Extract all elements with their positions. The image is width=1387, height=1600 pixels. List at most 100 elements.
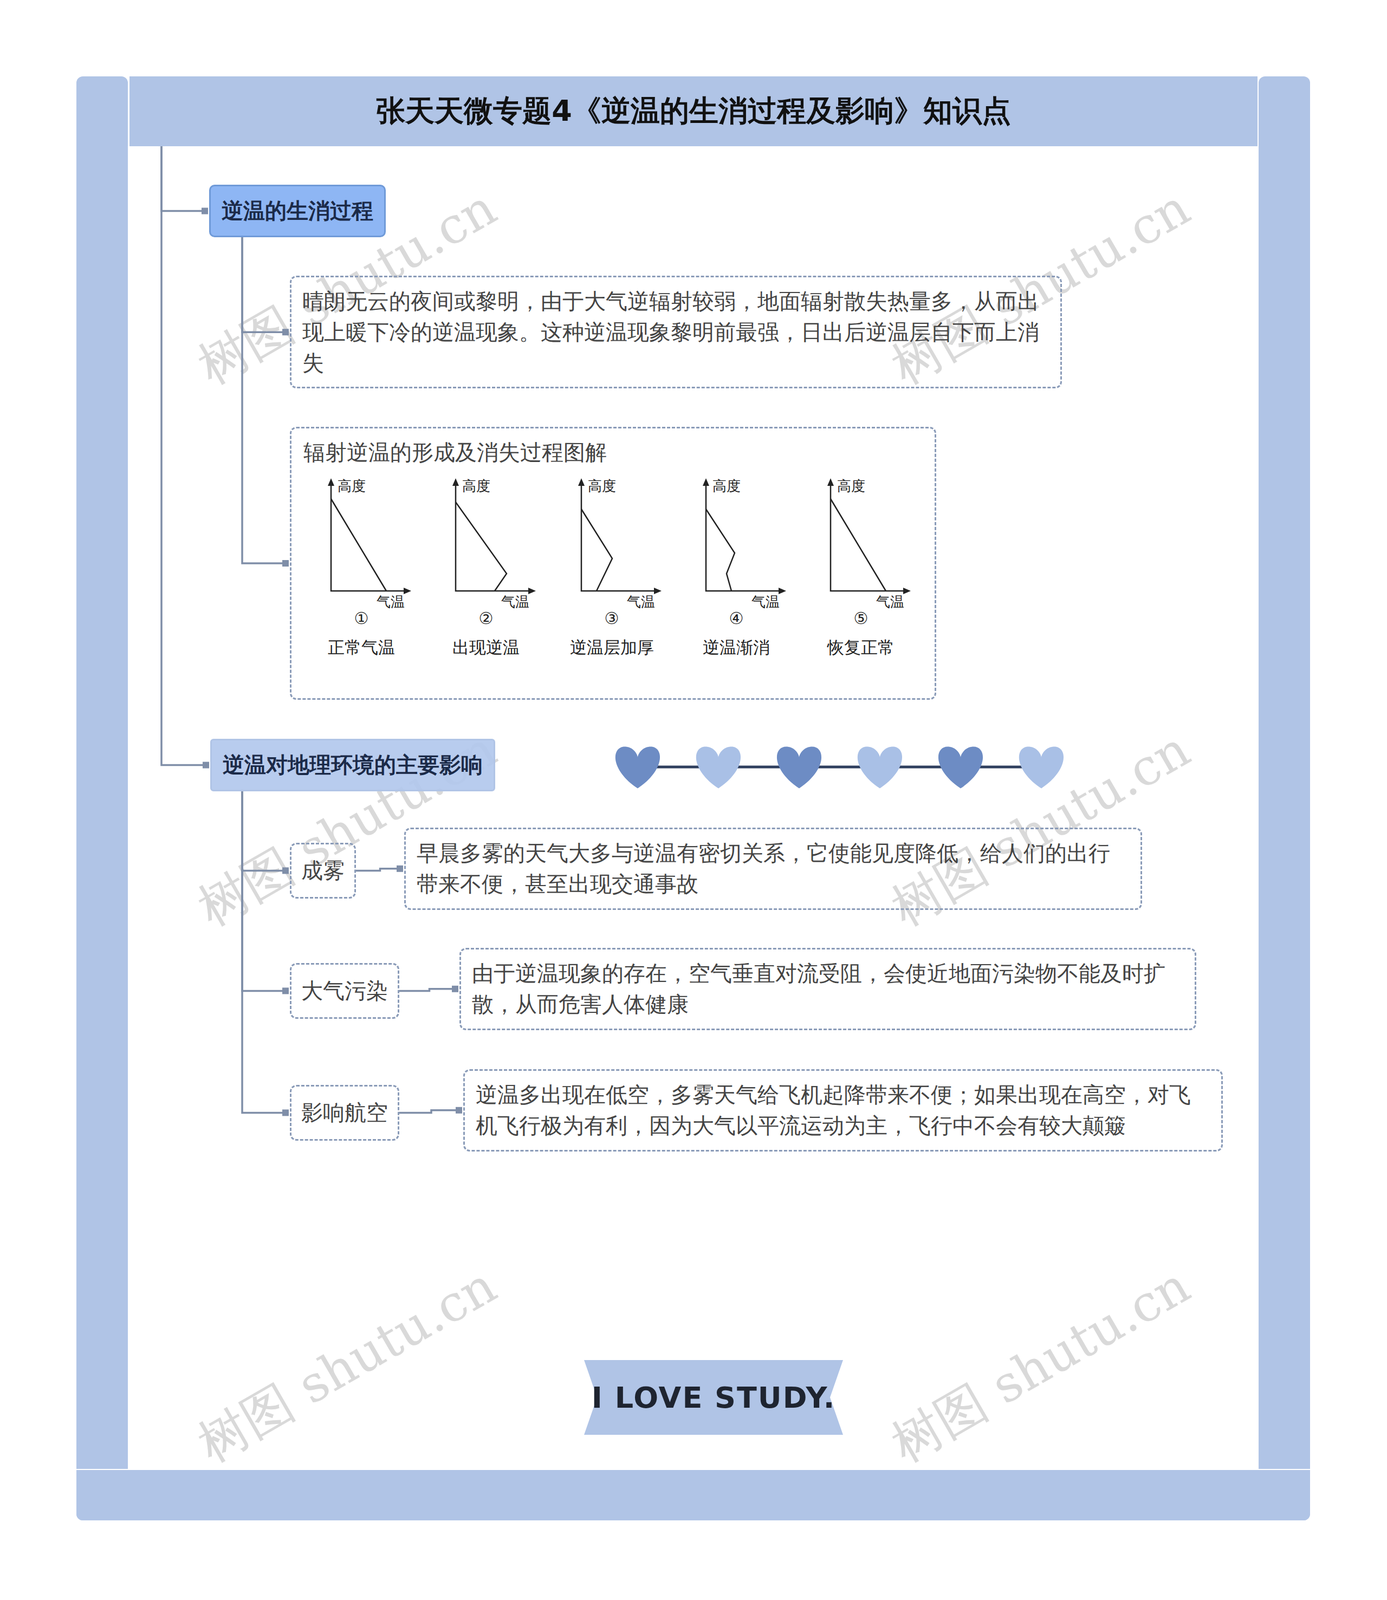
axis	[331, 482, 407, 592]
tree-connector	[242, 237, 289, 567]
connector-dot	[201, 208, 209, 215]
node-text: 成雾	[301, 855, 345, 887]
node-text: 逆温对地理环境的主要影响	[222, 750, 483, 781]
temperature-line	[830, 498, 886, 592]
heart-icon	[776, 747, 822, 789]
heart-icon	[1019, 747, 1064, 789]
node-text: 张天天微专题4《逆温的生消过程及影响》知识点	[376, 91, 1011, 132]
temperature-line	[581, 509, 613, 592]
text-box: 逆温多出现在低空，多雾天气给飞机起降带来不便；如果出现在高空，对飞机飞行极为有利…	[463, 1069, 1223, 1152]
temperature-line	[455, 502, 507, 592]
node-text: 逆温多出现在低空，多雾天气给飞机起降带来不便；如果出现在高空，对飞机飞行极为有利…	[475, 1079, 1211, 1142]
connector-path	[161, 146, 209, 212]
connector-dot	[282, 328, 289, 336]
tree-connector	[399, 1107, 463, 1114]
callout-number: ④	[729, 607, 744, 631]
axis-arrow	[778, 587, 787, 595]
watermark: 树图 shutu.cn	[879, 1253, 1202, 1479]
connector-dot	[396, 865, 404, 873]
text-box: 由于逆温现象的存在，空气垂直对流受阻，会使近地面污染物不能及时扩散，从而危害人体…	[459, 948, 1197, 1031]
node-text: 逆温的生消过程	[221, 196, 374, 226]
stage-caption: 正常气温	[327, 635, 395, 660]
heart-icon	[696, 747, 741, 789]
heart-icon	[857, 747, 903, 789]
connector-path	[355, 869, 404, 872]
stage-caption: 出现逆温	[452, 635, 520, 660]
axis-arrow	[327, 478, 335, 486]
node-text: I LOVE STUDY.	[591, 1381, 836, 1416]
axis	[705, 482, 782, 592]
profile-panel	[327, 478, 412, 595]
profile-panel	[452, 478, 536, 595]
axis-arrow	[653, 587, 662, 595]
connector-path	[242, 791, 289, 1113]
text-box: 晴朗无云的夜间或黎明，由于大气逆辐射较弱，地面辐射散失热量多，从而出现上暖下冷的…	[289, 275, 1062, 389]
frame-bar	[76, 76, 128, 1521]
connector-path	[242, 791, 289, 871]
callout-number: ⑤	[853, 607, 869, 631]
temperature-line	[331, 498, 387, 592]
node-text: 辐射逆温的形成及消失过程图解	[303, 437, 923, 469]
callout-number: ①	[354, 607, 369, 631]
axis-arrow	[702, 478, 710, 486]
callout-number: ②	[478, 607, 494, 631]
axis-label: 高度	[837, 476, 866, 497]
axis-arrow	[452, 478, 459, 486]
heart-icon	[938, 747, 983, 789]
profile-panel	[827, 478, 911, 595]
axis-arrow	[403, 587, 412, 595]
axis-label: 高度	[587, 476, 617, 497]
connector-dot	[282, 1109, 289, 1117]
axis-arrow	[528, 587, 536, 595]
title-band: 张天天微专题4《逆温的生消过程及影响》知识点	[129, 76, 1258, 147]
banner-ribbon: I LOVE STUDY.	[584, 1360, 844, 1436]
axis-label: 气温	[501, 592, 530, 613]
node-text: 大气污染	[301, 975, 388, 1007]
axis-label: 高度	[337, 476, 366, 497]
frame-bar	[76, 1469, 1311, 1521]
stage-caption: 逆温层加厚	[569, 635, 654, 660]
tree-connector	[242, 791, 289, 1117]
frame-bar	[1258, 76, 1311, 1521]
axis-label: 高度	[462, 476, 491, 497]
connector-dot	[282, 867, 289, 874]
connector-path	[399, 1110, 463, 1114]
connector-path	[161, 146, 210, 766]
tree-connector	[399, 986, 459, 993]
connector-path	[399, 989, 459, 992]
axis-label: 气温	[876, 592, 905, 613]
ribbon-path	[584, 1360, 844, 1436]
axis	[830, 482, 907, 592]
axis-label: 气温	[751, 592, 780, 613]
watermark: 树图 shutu.cn	[185, 1253, 509, 1479]
heart-icon	[615, 747, 660, 789]
axis-label: 高度	[712, 476, 741, 497]
watermark: 树图 shutu.cn	[879, 175, 1202, 400]
profile-panel	[702, 478, 787, 595]
axis-arrow	[827, 478, 834, 486]
connector-path	[242, 237, 289, 564]
profile-panel	[578, 478, 662, 595]
item-box: 大气污染	[289, 963, 400, 1020]
stage-caption: 恢复正常	[827, 635, 895, 660]
tree-connector	[242, 791, 289, 995]
axis-arrow	[903, 587, 911, 595]
connector-dot	[455, 1107, 463, 1114]
tree-connector	[242, 237, 289, 336]
node-text: 由于逆温现象的存在，空气垂直对流受阻，会使近地面污染物不能及时扩散，从而危害人体…	[471, 958, 1184, 1021]
chart-box: 辐射逆温的形成及消失过程图解高度气温 ① 正常气温 高度气温 ② 出现逆温 高度气温 ③ 逆温层…	[289, 426, 937, 701]
node-text: 早晨多雾的天气大多与逆温有密切关系，它使能见度降低，给人们的出行带来不便，甚至出…	[416, 838, 1130, 900]
axis-label: 气温	[626, 592, 656, 613]
axis	[581, 482, 658, 592]
axis	[455, 482, 532, 592]
connector-dot	[282, 987, 289, 995]
connector-path	[242, 237, 289, 333]
connector-path	[242, 791, 289, 991]
item-box: 成雾	[289, 843, 356, 899]
axis-arrow	[578, 478, 585, 486]
callout-number: ③	[604, 607, 620, 631]
text-box: 早晨多雾的天气大多与逆温有密切关系，它使能见度降低，给人们的出行带来不便，甚至出…	[404, 827, 1143, 911]
